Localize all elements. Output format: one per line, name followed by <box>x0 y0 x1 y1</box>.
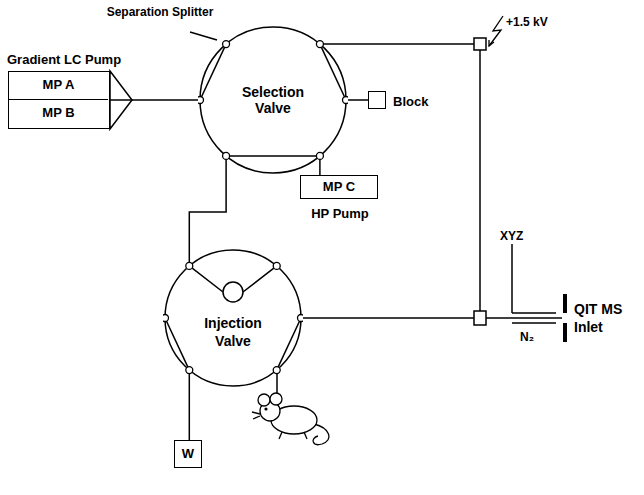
hp-pump-box: MP CHP Pump <box>300 175 378 199</box>
gas-label: N₂ <box>520 330 534 344</box>
block-plug: Block <box>368 91 386 109</box>
text-holder: Separation Splitter <box>95 2 225 20</box>
leader-line <box>190 32 217 40</box>
sheath-tube <box>512 322 556 324</box>
node-text: Injection Valve <box>204 315 262 349</box>
wire <box>479 50 481 311</box>
connector <box>189 370 191 440</box>
text-holder: W <box>175 441 201 467</box>
wire <box>320 43 474 45</box>
node-text: MP A <box>43 78 75 93</box>
stage-label: XYZ <box>500 229 523 243</box>
mobile-phase-box: MP A <box>9 72 108 100</box>
text-holder: QIT MS Inlet <box>574 300 638 336</box>
node-text: Gradient LC Pump <box>7 52 121 67</box>
voltage-label: +1.5 kV <box>506 15 548 29</box>
voltage-symbol <box>489 16 503 46</box>
xyz-stage <box>511 244 513 313</box>
text-holder: +1.5 kV <box>506 12 586 30</box>
text-holder: Gradient LC Pump <box>7 50 167 68</box>
text-holder: MP A <box>9 72 108 99</box>
ms-inlet <box>563 323 567 342</box>
node-text: MP C <box>323 180 355 195</box>
callout-label: Separation Splitter <box>107 5 214 19</box>
text-holder: Injection Valve <box>193 314 273 350</box>
node-text: Block <box>393 94 428 109</box>
mobile-phase-box: MP B <box>9 100 108 127</box>
text-holder: Selection Valve <box>233 25 313 175</box>
pump-box: Gradient LC PumpMP AMP B <box>8 71 110 129</box>
text-holder: XYZ <box>500 226 550 244</box>
text-holder: MP B <box>9 100 108 127</box>
tee-junction <box>474 311 486 325</box>
node-text: HP Pump <box>311 206 369 221</box>
node-text: W <box>182 447 194 462</box>
connector <box>189 156 226 266</box>
text-holder: MP C <box>301 176 377 198</box>
text-holder: HP Pump <box>271 204 409 222</box>
node-text: MP B <box>42 106 74 121</box>
connector <box>346 99 368 101</box>
node-text: Selection Valve <box>233 84 313 116</box>
injection-valve: Injection Valve <box>163 248 303 388</box>
junction <box>474 38 486 50</box>
selection-valve: Selection Valve <box>198 25 348 175</box>
text-holder: N₂ <box>520 327 560 345</box>
connector <box>110 99 200 101</box>
inlet-label: QIT MS Inlet <box>574 301 622 335</box>
emitter-capillary <box>486 317 562 319</box>
ms-inlet <box>563 294 567 313</box>
text-holder: Block <box>393 92 463 110</box>
mouse-eye <box>264 407 267 410</box>
waste-box: W <box>174 440 202 468</box>
voltage-symbol <box>489 40 494 46</box>
wire <box>301 317 474 319</box>
sheath-tube <box>512 312 556 314</box>
mouse-illustration <box>252 393 329 445</box>
